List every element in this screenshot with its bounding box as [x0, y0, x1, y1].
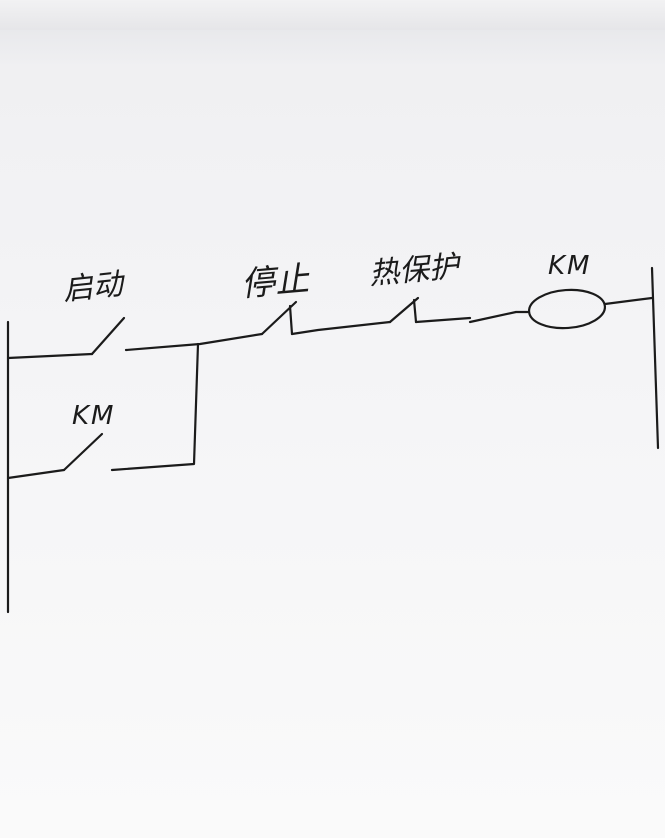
label-stop: 停止	[239, 259, 312, 305]
rung-wire-coil	[414, 310, 530, 324]
holding-branch-left	[6, 468, 66, 480]
coil-to-rail-wire	[603, 296, 654, 306]
label-start: 启动	[61, 267, 127, 308]
rung-wire-thermal	[290, 320, 392, 336]
rung-wire-left	[6, 352, 94, 360]
label-coil-km: KM	[548, 251, 591, 281]
label-thermal-relay: 热保护	[368, 249, 464, 292]
label-holding-km: KM	[72, 401, 115, 431]
holding-contact	[62, 432, 104, 472]
km-coil	[527, 288, 607, 330]
thermal-relay-contact	[388, 296, 420, 324]
stop-contact	[260, 300, 298, 336]
right-power-rail	[650, 266, 660, 450]
rung-wire-middle	[124, 332, 264, 352]
paper-top-edge	[0, 0, 665, 30]
start-contact	[90, 316, 126, 356]
holding-branch-right	[110, 342, 200, 472]
